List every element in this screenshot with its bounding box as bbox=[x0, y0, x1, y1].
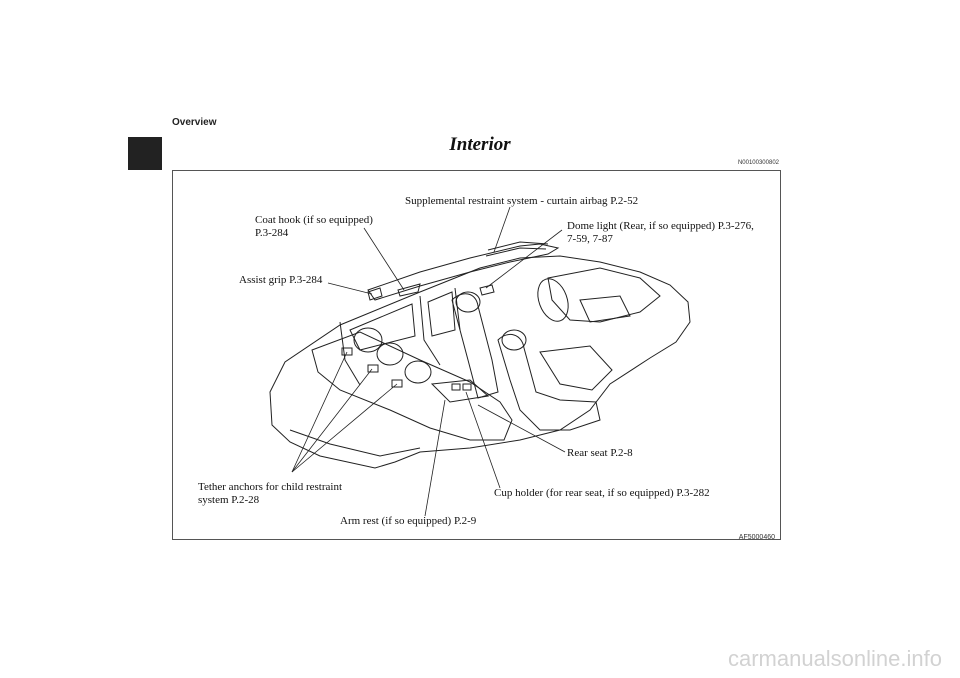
label-arm-rest: Arm rest (if so equipped) P.2-9 bbox=[340, 515, 477, 527]
label-tether-line1: Tether anchors for child restraint bbox=[198, 481, 343, 493]
figure-frame bbox=[172, 170, 781, 540]
watermark: carmanualsonline.info bbox=[727, 646, 942, 671]
label-coat-hook-line2: P.3-284 bbox=[255, 227, 289, 239]
page-title: Interior bbox=[449, 134, 511, 155]
label-coat-hook: Coat hook (if so equipped) P.3-284 bbox=[255, 214, 373, 240]
label-rear-seat: Rear seat P.2-8 bbox=[567, 447, 633, 459]
section-tab-marker bbox=[128, 137, 162, 170]
figure-code: AF5000460 bbox=[738, 534, 775, 541]
label-tether-anchors: Tether anchors for child restraint syste… bbox=[198, 481, 342, 507]
label-assist-grip: Assist grip P.3-284 bbox=[239, 274, 323, 286]
section-header: Overview bbox=[172, 117, 217, 128]
label-dome-light-line2: 7-59, 7-87 bbox=[567, 233, 613, 245]
document-id: N00100300802 bbox=[737, 160, 779, 166]
label-cup-holder: Cup holder (for rear seat, if so equippe… bbox=[494, 487, 710, 499]
label-curtain-airbag: Supplemental restraint system - curtain … bbox=[405, 195, 639, 207]
label-dome-light-line1: Dome light (Rear, if so equipped) P.3-27… bbox=[567, 220, 754, 232]
label-tether-line2: system P.2-28 bbox=[198, 494, 260, 506]
label-coat-hook-line1: Coat hook (if so equipped) bbox=[255, 214, 373, 226]
label-dome-light: Dome light (Rear, if so equipped) P.3-27… bbox=[567, 220, 754, 246]
